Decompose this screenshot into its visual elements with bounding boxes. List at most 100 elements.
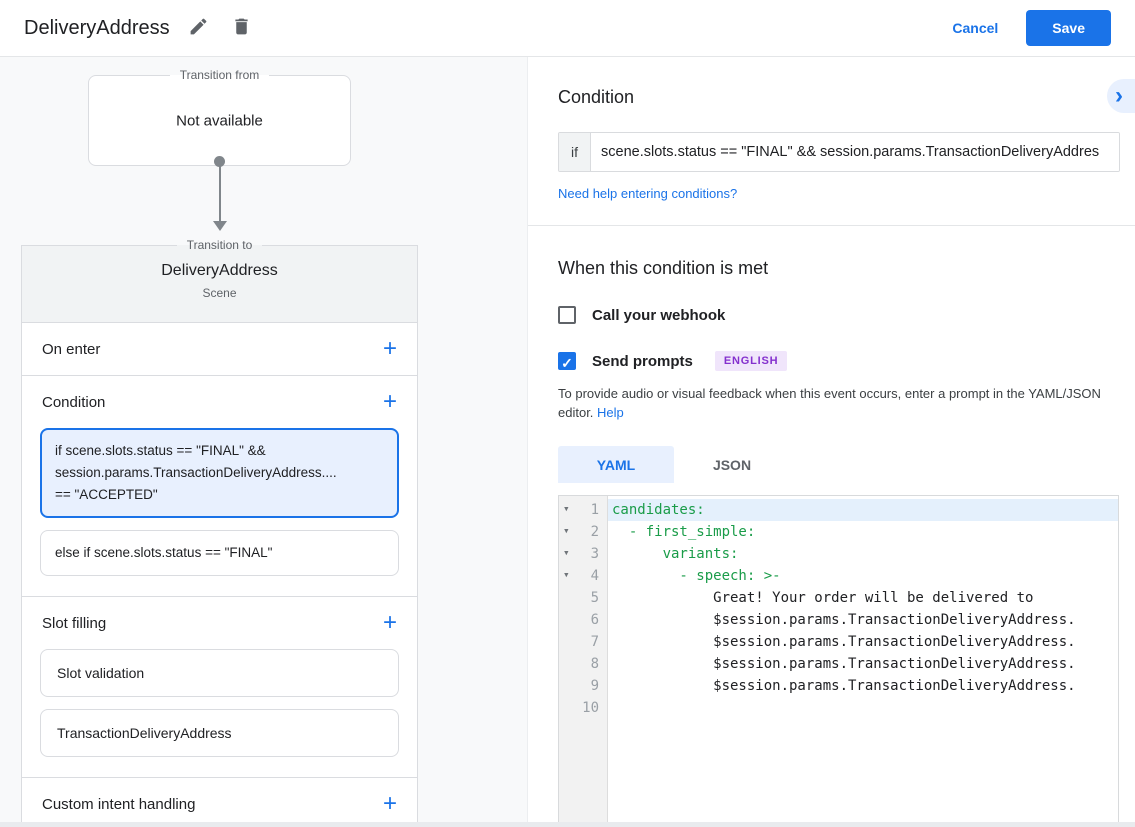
plus-icon: +	[382, 388, 397, 415]
condition-line: if scene.slots.status == "FINAL" &&	[55, 443, 266, 458]
add-on-enter-button[interactable]: +	[383, 337, 397, 361]
fold-arrow-icon[interactable]: ▾	[563, 502, 570, 515]
slot-validation-card[interactable]: Slot validation	[40, 649, 399, 697]
description-text: To provide audio or visual feedback when…	[558, 386, 1101, 420]
plus-icon: +	[382, 335, 397, 362]
line-gutter: 10	[559, 700, 608, 716]
condition-heading: Condition	[558, 87, 635, 107]
tab-json[interactable]: JSON	[674, 446, 790, 483]
line-number: 9	[590, 678, 599, 694]
trash-icon	[231, 16, 252, 40]
slot-card[interactable]: TransactionDeliveryAddress	[40, 709, 399, 757]
cancel-button[interactable]: Cancel	[952, 20, 999, 36]
code-line[interactable]: 7 $session.params.TransactionDeliveryAdd…	[559, 631, 1118, 653]
line-gutter: 8	[559, 656, 608, 672]
line-gutter: 6	[559, 612, 608, 628]
transition-to-box[interactable]: Transition to DeliveryAddress Scene	[22, 238, 417, 323]
fold-arrow-icon[interactable]: ▾	[563, 568, 570, 581]
condition-line: session.params.TransactionDeliveryAddres…	[55, 465, 337, 480]
condition-label: Condition	[42, 393, 106, 411]
chevron-right-icon: ›	[1115, 82, 1123, 109]
code-line[interactable]: ▾2 - first_simple:	[559, 521, 1118, 543]
language-badge: ENGLISH	[714, 351, 788, 371]
code-line[interactable]: 6 $session.params.TransactionDeliveryAdd…	[559, 609, 1118, 631]
plus-icon: +	[382, 790, 397, 817]
add-condition-button[interactable]: +	[383, 390, 397, 414]
line-number: 10	[582, 700, 599, 716]
add-slot-button[interactable]: +	[383, 611, 397, 635]
condition-detail-panel: › Condition if Need help entering condit…	[527, 57, 1135, 827]
code-line[interactable]: ▾1 candidates:	[559, 499, 1118, 521]
line-gutter: ▾4	[559, 568, 608, 584]
code-line[interactable]: 10	[559, 697, 1118, 719]
viewport-bottom-edge	[0, 822, 1135, 827]
slot-filling-label: Slot filling	[42, 614, 107, 632]
scene-graph-panel: Transition from Not available Transition…	[0, 57, 527, 827]
line-gutter: 5	[559, 590, 608, 606]
send-prompts-checkbox[interactable]: ✓	[558, 352, 576, 371]
transition-from-box: Transition from Not available	[88, 68, 351, 166]
call-webhook-checkbox[interactable]	[558, 306, 576, 324]
condition-expression-input[interactable]	[591, 133, 1119, 171]
code-line[interactable]: ▾4 - speech: >-	[559, 565, 1118, 587]
code-line[interactable]: ▾3 variants:	[559, 543, 1118, 565]
line-gutter: ▾3	[559, 546, 608, 562]
line-number: 3	[590, 546, 599, 562]
condition-expression-row: if	[558, 132, 1120, 172]
webhook-row: Call your webhook	[558, 306, 1135, 324]
condition-line: else if scene.slots.status == "FINAL"	[55, 545, 273, 560]
editor-gutter	[559, 496, 608, 827]
send-prompts-label[interactable]: Send prompts	[592, 352, 693, 370]
code-line[interactable]: 5 Great! Your order will be delivered to	[559, 587, 1118, 609]
fold-arrow-icon[interactable]: ▾	[563, 546, 570, 559]
code-line[interactable]: 9 $session.params.TransactionDeliveryAdd…	[559, 675, 1118, 697]
line-number: 8	[590, 656, 599, 672]
section-slot-filling: Slot filling + Slot validation Transacti…	[22, 597, 417, 778]
connector-arrow-icon	[213, 221, 227, 231]
transition-from-value: Not available	[176, 112, 263, 129]
transition-from-legend: Transition from	[89, 68, 350, 82]
edit-scene-button[interactable]	[184, 12, 213, 44]
check-icon: ✓	[561, 355, 573, 371]
section-custom-intent: Custom intent handling +	[22, 778, 417, 827]
condition-card-selected[interactable]: if scene.slots.status == "FINAL" && sess…	[40, 428, 399, 518]
editor-tabs: YAML JSON	[558, 446, 1135, 483]
line-number: 4	[590, 568, 599, 584]
line-gutter: ▾2	[559, 524, 608, 540]
code-line[interactable]: 8 $session.params.TransactionDeliveryAdd…	[559, 653, 1118, 675]
scene-card: Transition to DeliveryAddress Scene On e…	[21, 238, 418, 823]
line-number: 1	[590, 502, 599, 518]
condition-line: == "ACCEPTED"	[55, 487, 158, 502]
condition-card[interactable]: else if scene.slots.status == "FINAL"	[40, 530, 399, 576]
custom-intent-label: Custom intent handling	[42, 795, 196, 813]
call-webhook-label[interactable]: Call your webhook	[592, 306, 726, 324]
section-condition: Condition + if scene.slots.status == "FI…	[22, 376, 417, 597]
collapse-panel-button[interactable]: ›	[1107, 79, 1135, 113]
plus-icon: +	[382, 609, 397, 636]
when-condition-heading: When this condition is met	[558, 258, 769, 278]
tab-yaml[interactable]: YAML	[558, 446, 674, 483]
send-prompts-row: ✓ Send prompts ENGLISH	[558, 351, 1135, 371]
pencil-icon	[188, 16, 209, 40]
line-gutter: 7	[559, 634, 608, 650]
line-number: 2	[590, 524, 599, 540]
on-enter-label: On enter	[42, 340, 101, 358]
line-number: 5	[590, 590, 599, 606]
delete-scene-button[interactable]	[227, 12, 256, 44]
line-gutter: 9	[559, 678, 608, 694]
condition-help-link[interactable]: Need help entering conditions?	[558, 186, 738, 201]
help-link[interactable]: Help	[597, 405, 624, 420]
yaml-editor[interactable]: ▾1 candidates: ▾2 - first_simple: ▾3 var…	[558, 495, 1119, 827]
save-button[interactable]: Save	[1026, 10, 1111, 46]
add-custom-intent-button[interactable]: +	[383, 792, 397, 816]
fold-arrow-icon[interactable]: ▾	[563, 524, 570, 537]
app-header: DeliveryAddress Cancel Save	[0, 0, 1135, 57]
section-on-enter: On enter +	[22, 323, 417, 376]
line-number: 6	[590, 612, 599, 628]
if-prefix-label: if	[559, 133, 591, 171]
line-gutter: ▾1	[559, 502, 608, 518]
line-number: 7	[590, 634, 599, 650]
connector-line	[219, 165, 221, 222]
scene-name: DeliveryAddress	[161, 262, 278, 279]
